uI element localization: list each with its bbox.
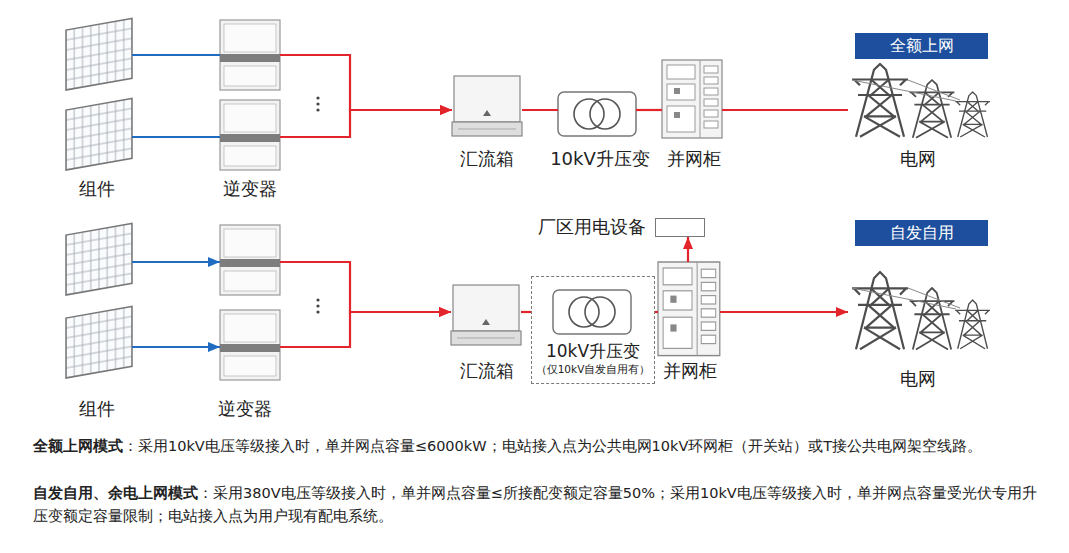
node-label: 厂区用电设备 bbox=[538, 216, 646, 238]
ac-cable bbox=[636, 110, 662, 111]
cable-segment bbox=[280, 55, 452, 110]
solar-panel bbox=[66, 98, 132, 170]
inverter bbox=[220, 100, 280, 170]
inverter-group: 逆变器 bbox=[220, 222, 280, 382]
note-heading: 自发自用、余电上网模式 bbox=[33, 485, 198, 501]
cable-segment bbox=[636, 109, 662, 111]
ac-cable bbox=[655, 312, 658, 313]
power-grid: 电网 bbox=[848, 270, 990, 350]
cable-segment bbox=[521, 311, 531, 313]
grid-cabinet: 并网柜 bbox=[662, 60, 722, 138]
power-grid: 电网 bbox=[848, 64, 990, 138]
cable-segment bbox=[687, 237, 689, 262]
combiner-box: 汇流箱 bbox=[452, 74, 522, 138]
inverter bbox=[220, 310, 280, 380]
note-text: ：采用10kV电压等级接入时，单并网点容量≤6000kW；电站接入点为公共电网1… bbox=[123, 438, 982, 454]
panel-group: 组件 bbox=[62, 222, 132, 382]
combiner-box: 汇流箱 bbox=[451, 284, 521, 346]
dc-cable bbox=[132, 55, 220, 137]
mode-note: 全额上网模式：采用10kV电压等级接入时，单并网点容量≤6000kW；电站接入点… bbox=[33, 435, 1043, 458]
node-text: 全额上网 bbox=[890, 36, 954, 55]
transformer-symbol bbox=[558, 92, 636, 136]
combiner-box bbox=[451, 285, 521, 345]
cable-segment bbox=[722, 109, 848, 111]
transformer-symbol bbox=[553, 290, 631, 334]
solar-panel bbox=[66, 306, 132, 378]
transformer: 10kV升压变 bbox=[558, 92, 636, 136]
cable-segment bbox=[280, 262, 451, 312]
cable-segment bbox=[132, 261, 220, 263]
ac-cable bbox=[688, 237, 689, 262]
node-label: 电网 bbox=[900, 368, 936, 390]
inverter-group: 逆变器 bbox=[220, 18, 280, 170]
node-text: （仅10kV自发自用有） bbox=[536, 363, 651, 376]
cable-segment bbox=[280, 110, 452, 137]
panel-group: 组件 bbox=[62, 15, 132, 165]
power-pylons bbox=[852, 64, 990, 350]
grid-cabinet: 并网柜 bbox=[658, 262, 720, 356]
ac-cable bbox=[280, 262, 451, 347]
note-heading: 全额上网模式 bbox=[33, 438, 123, 454]
grid-cabinet bbox=[658, 262, 720, 356]
node-label: 组件 bbox=[79, 178, 115, 200]
transformer-optional: 10kV升压变 （仅10kV自发自用有） bbox=[531, 276, 655, 384]
node-label: 逆变器 bbox=[218, 398, 272, 420]
node-label: 电网 bbox=[900, 148, 936, 170]
inverter bbox=[220, 225, 280, 295]
node-label: 并网柜 bbox=[663, 360, 717, 382]
mode-tag: 自发自用 bbox=[855, 220, 988, 246]
ac-cable bbox=[720, 312, 848, 313]
node-label: 汇流箱 bbox=[460, 360, 514, 382]
cable-segment bbox=[132, 54, 220, 56]
cable-segment bbox=[720, 311, 848, 313]
solar-panel bbox=[66, 223, 132, 295]
solar-panel bbox=[66, 18, 132, 90]
node-label: 逆变器 bbox=[223, 178, 277, 200]
ac-cable bbox=[280, 55, 452, 137]
ellipsis-dots bbox=[316, 96, 319, 313]
inverter-group bbox=[220, 20, 280, 380]
mode-note: 自发自用、余电上网模式：采用380V电压等级接入时，单并网点容量≤所接配变额定容… bbox=[33, 482, 1043, 528]
node-label: 组件 bbox=[79, 398, 115, 420]
cable-segment bbox=[132, 136, 220, 138]
node-text: 自发自用 bbox=[890, 223, 954, 242]
ac-cable bbox=[522, 110, 558, 111]
dc-cable bbox=[132, 262, 220, 347]
node-label: 10kV升压变 bbox=[550, 148, 650, 170]
inverter bbox=[220, 20, 280, 90]
grid-cabinet bbox=[662, 60, 722, 138]
mode-tag: 全额上网 bbox=[855, 33, 988, 59]
plant-load: 厂区用电设备 bbox=[655, 218, 705, 237]
node-label: 并网柜 bbox=[667, 148, 721, 170]
node-text: 10kV升压变 bbox=[546, 341, 640, 361]
combiner-box bbox=[452, 76, 522, 136]
cable-segment bbox=[280, 312, 451, 347]
cable-segment bbox=[655, 311, 658, 313]
node-label: 汇流箱 bbox=[460, 148, 514, 170]
ac-cable bbox=[722, 110, 848, 111]
panel-array bbox=[66, 18, 132, 378]
ac-cable bbox=[521, 312, 531, 313]
cable-segment bbox=[522, 109, 558, 111]
cable-segment bbox=[132, 346, 220, 348]
